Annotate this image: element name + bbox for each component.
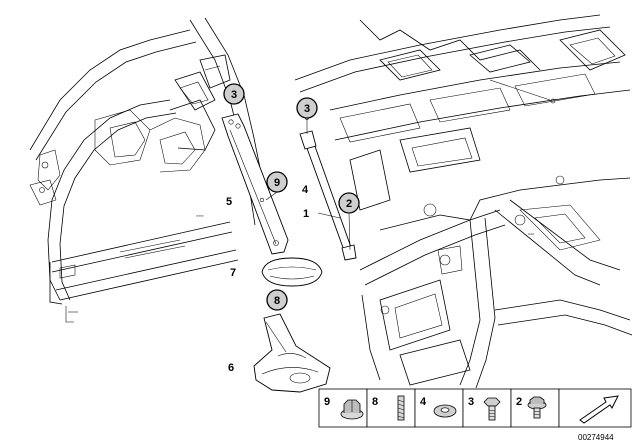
legend-number-2: 2: [516, 396, 522, 408]
part-5-brace-strut: [221, 113, 289, 255]
direction-arrow-icon: [579, 395, 619, 424]
legend-number-8: 8: [372, 396, 378, 408]
legend-cell-arrow: [558, 388, 632, 428]
legend-cell-3: [462, 388, 512, 428]
label-5: 5: [226, 196, 232, 208]
washer-icon: [433, 404, 457, 418]
side-sill: ◦◦◦: [49, 213, 239, 323]
left-wheel-arch: [29, 29, 206, 301]
legend-number-4: 4: [420, 396, 427, 408]
svg-text:◦◦◦: ◦◦◦: [196, 213, 203, 220]
label-6: 6: [228, 362, 234, 374]
hex-nut-icon: [340, 399, 364, 420]
part-6-support-mount: [253, 313, 331, 393]
legend-cell-8: [366, 388, 416, 428]
label-4: 4: [302, 184, 309, 196]
collar-screw-icon: [527, 396, 547, 419]
part-1-tie-rod: [299, 116, 357, 261]
stud-bolt-icon: [397, 395, 405, 421]
svg-text:8: 8: [274, 295, 280, 307]
parts-legend: 9 8 4 3 2: [318, 388, 632, 428]
callout-3-strut: 3: [223, 83, 245, 105]
document-id: 00274944: [578, 433, 614, 442]
svg-text:9: 9: [274, 177, 280, 189]
callout-3-rod: 3: [296, 97, 318, 119]
callout-8: 8: [266, 289, 288, 311]
hex-screw-icon: [483, 397, 501, 421]
svg-text:3: 3: [231, 89, 237, 101]
svg-text:▫▫▫: ▫▫▫: [528, 232, 534, 238]
label-7: 7: [230, 267, 236, 279]
label-1: 1: [303, 208, 309, 220]
callout-2: 2: [338, 192, 360, 214]
svg-text:3: 3: [304, 103, 310, 115]
legend-number-3: 3: [468, 396, 474, 408]
leader-lines: [265, 191, 351, 251]
cross-member: [359, 209, 633, 389]
callout-9: 9: [266, 171, 288, 193]
body-structure-drawing: ◦◦◦: [29, 14, 633, 389]
part-7-cover-cap: [261, 257, 323, 287]
legend-number-9: 9: [324, 396, 330, 408]
svg-text:2: 2: [346, 198, 352, 210]
